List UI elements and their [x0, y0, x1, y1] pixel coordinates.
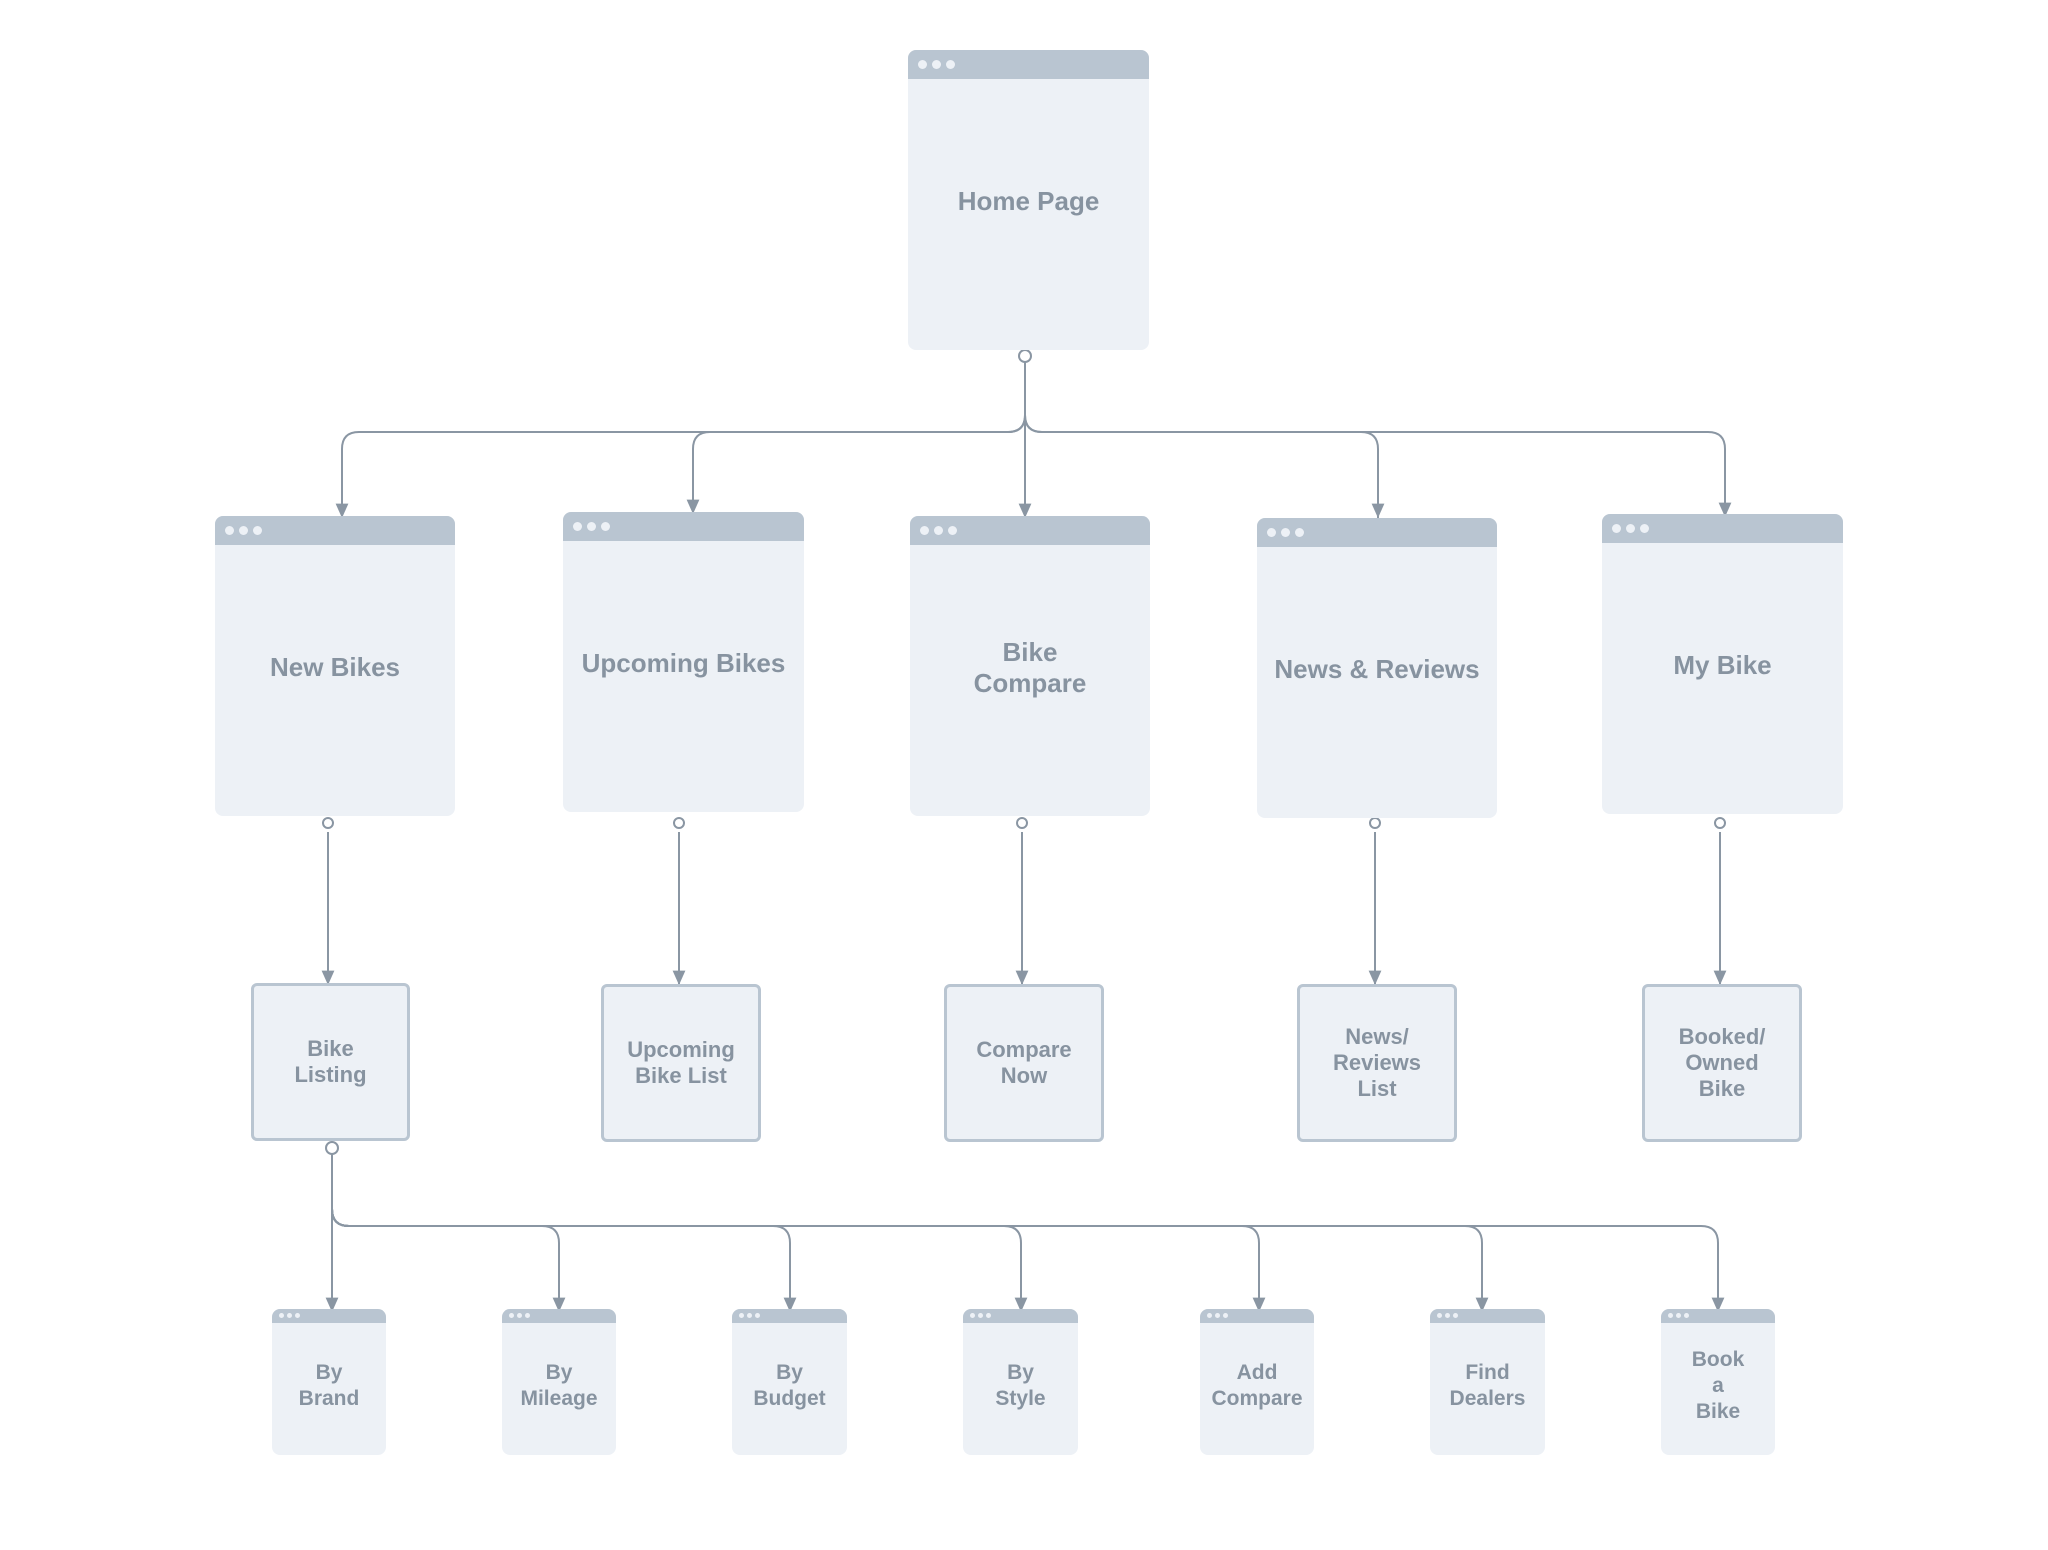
window-titlebar [732, 1309, 847, 1323]
node-my-bike: My Bike [1602, 514, 1843, 814]
connector-home-to-upcoming-bikes [686, 358, 1026, 514]
node-label: News & Reviews [1274, 654, 1480, 684]
window-titlebar [272, 1309, 386, 1323]
window-titlebar [963, 1309, 1078, 1323]
node-by-budget: By Budget [732, 1309, 847, 1455]
port-home [1018, 349, 1032, 363]
connector-home-to-new-bikes [335, 358, 1026, 518]
window-dots-icon [573, 522, 610, 531]
node-add-compare: Add Compare [1200, 1309, 1314, 1455]
node-label: Home Page [957, 186, 1100, 216]
connector-listing-to-by-budget [331, 1152, 797, 1312]
node-label: Upcoming Bikes [581, 648, 786, 678]
window-dots-icon [509, 1313, 530, 1318]
node-label: Add Compare [1211, 1361, 1303, 1410]
node-label: Compare Now [976, 1037, 1072, 1088]
node-home-page: Home Page [908, 50, 1149, 350]
node-label: New Bikes [269, 652, 401, 682]
node-label: News/ Reviews List [1332, 1024, 1422, 1101]
node-by-style: By Style [963, 1309, 1078, 1455]
node-news-reviews-list: News/ Reviews List [1297, 984, 1457, 1142]
port-bike-listing [325, 1141, 339, 1155]
node-by-mileage: By Mileage [502, 1309, 616, 1455]
node-news-reviews: News & Reviews [1257, 518, 1497, 818]
port-upcoming-bikes [673, 817, 685, 829]
window-titlebar [1430, 1309, 1545, 1323]
connector-listing-to-add-compare [331, 1152, 1266, 1312]
node-label: By Mileage [520, 1361, 598, 1410]
node-upcoming-bikes: Upcoming Bikes [563, 512, 804, 812]
node-bike-compare: Bike Compare [910, 516, 1150, 816]
window-titlebar [1257, 518, 1497, 547]
connector-home-to-my-bike [1024, 358, 1732, 517]
window-dots-icon [1267, 528, 1304, 537]
window-dots-icon [279, 1313, 300, 1318]
window-dots-icon [1668, 1313, 1689, 1318]
connector-listing-to-by-mileage [331, 1152, 566, 1312]
window-dots-icon [918, 60, 955, 69]
window-titlebar [563, 512, 804, 541]
window-dots-icon [225, 526, 262, 535]
node-label: By Brand [298, 1361, 360, 1410]
node-compare-now: Compare Now [944, 984, 1104, 1142]
window-dots-icon [1612, 524, 1649, 533]
node-book-a-bike: Book a Bike [1661, 1309, 1775, 1455]
window-titlebar [1200, 1309, 1314, 1323]
window-titlebar [215, 516, 455, 545]
node-label: My Bike [1673, 650, 1772, 680]
port-bike-compare [1016, 817, 1028, 829]
window-dots-icon [739, 1313, 760, 1318]
window-titlebar [1661, 1309, 1775, 1323]
node-find-dealers: Find Dealers [1430, 1309, 1545, 1455]
node-label: By Style [995, 1361, 1046, 1410]
window-titlebar [1602, 514, 1843, 543]
node-label: By Budget [753, 1361, 826, 1410]
node-label: Bike Compare [973, 636, 1087, 698]
connector-home-to-news-reviews [1024, 358, 1385, 518]
window-dots-icon [970, 1313, 991, 1318]
window-titlebar [908, 50, 1149, 79]
node-label: Upcoming Bike List [627, 1037, 735, 1088]
node-label: Booked/ Owned Bike [1678, 1024, 1766, 1101]
node-label: Find Dealers [1449, 1361, 1526, 1410]
connector-listing-to-book-a-bike [331, 1152, 1725, 1312]
port-news-reviews [1369, 817, 1381, 829]
window-dots-icon [1437, 1313, 1458, 1318]
node-new-bikes: New Bikes [215, 516, 455, 816]
node-upcoming-bike-list: Upcoming Bike List [601, 984, 761, 1142]
window-titlebar [910, 516, 1150, 545]
window-dots-icon [920, 526, 957, 535]
node-booked-owned-bike: Booked/ Owned Bike [1642, 984, 1802, 1142]
node-label: Book a Bike [1691, 1348, 1745, 1423]
window-dots-icon [1207, 1313, 1228, 1318]
node-by-brand: By Brand [272, 1309, 386, 1455]
port-new-bikes [322, 817, 334, 829]
window-titlebar [502, 1309, 616, 1323]
connector-listing-to-find-dealers [331, 1152, 1489, 1312]
port-my-bike [1714, 817, 1726, 829]
connector-listing-to-by-style [331, 1152, 1028, 1312]
node-label: Bike Listing [294, 1036, 367, 1087]
node-bike-listing: Bike Listing [251, 983, 410, 1141]
